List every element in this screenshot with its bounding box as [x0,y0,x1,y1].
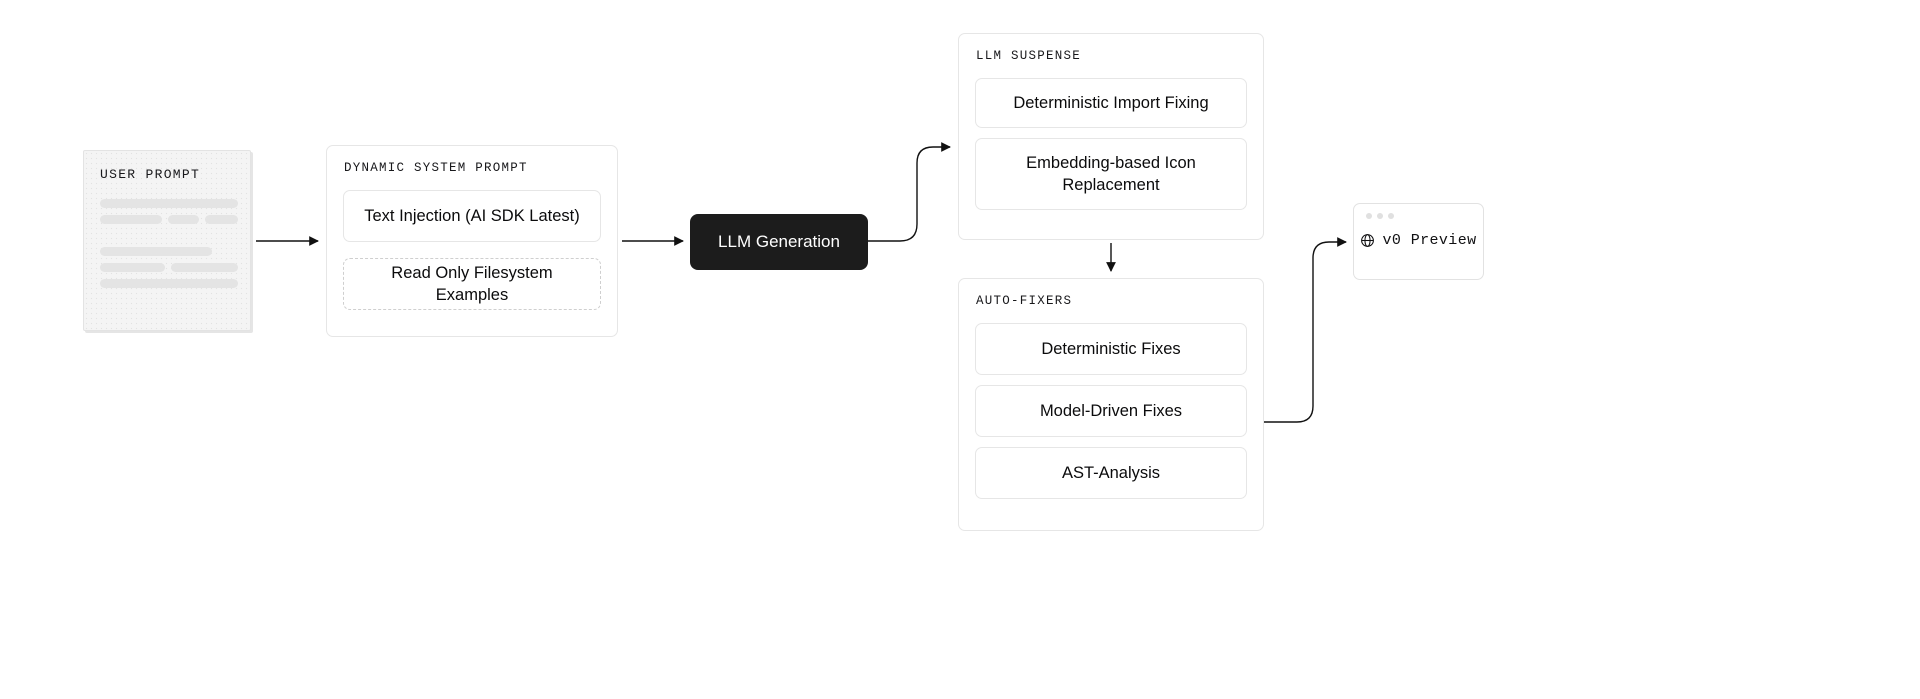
llm-generation-node[interactable]: LLM Generation [690,214,868,270]
skeleton-bar [205,215,239,224]
skeleton-bar [100,247,212,256]
v0-preview-label: v0 Preview [1382,232,1477,249]
skeleton-row [100,247,238,256]
skeleton-bar [100,279,238,288]
window-dot-icon [1388,213,1394,219]
window-dot-icon [1366,213,1372,219]
skeleton-bar [100,215,163,224]
llm-suspense-label: LLM SUSPENSE [976,49,1082,63]
chip-deterministic-import-fixing[interactable]: Deterministic Import Fixing [975,78,1247,128]
dynamic-system-prompt-label: DYNAMIC SYSTEM PROMPT [344,161,528,175]
auto-fixers-label: AUTO-FIXERS [976,294,1073,308]
arrow-auto-fixers-to-v0-preview [1264,237,1347,423]
skeleton-row [100,279,238,288]
user-prompt-label: USER PROMPT [100,167,201,182]
v0-preview-row: v0 Preview [1354,232,1483,249]
skeleton-bar [168,215,200,224]
skeleton-row [100,263,238,272]
window-controls [1366,213,1394,219]
skeleton-bar [171,263,238,272]
globe-icon [1360,233,1375,248]
chip-ast-analysis[interactable]: AST-Analysis [975,447,1247,499]
user-prompt-skeleton [100,199,239,288]
user-prompt-document: USER PROMPT [83,150,251,331]
skeleton-bar [100,263,166,272]
llm-suspense-panel: LLM SUSPENSE Deterministic Import Fixing… [958,33,1264,240]
chip-read-only-filesystem-examples[interactable]: Read Only Filesystem Examples [343,258,601,310]
chip-embedding-based-icon-replacement[interactable]: Embedding-based Icon Replacement [975,138,1247,210]
window-dot-icon [1377,213,1383,219]
auto-fixers-panel: AUTO-FIXERS Deterministic Fixes Model-Dr… [958,278,1264,531]
chip-model-driven-fixes[interactable]: Model-Driven Fixes [975,385,1247,437]
chip-deterministic-fixes[interactable]: Deterministic Fixes [975,323,1247,375]
skeleton-row [100,199,238,208]
dynamic-system-prompt-items: Text Injection (AI SDK Latest) Read Only… [343,190,601,310]
skeleton-spacer [100,231,238,240]
skeleton-bar [100,199,238,208]
dynamic-system-prompt-panel: DYNAMIC SYSTEM PROMPT Text Injection (AI… [326,145,618,337]
skeleton-row [100,215,239,224]
v0-preview-window[interactable]: v0 Preview [1353,203,1484,280]
auto-fixers-items: Deterministic Fixes Model-Driven Fixes A… [975,323,1247,499]
arrow-llm-generation-to-suspense [868,142,951,242]
llm-suspense-items: Deterministic Import Fixing Embedding-ba… [975,78,1247,210]
chip-text-injection[interactable]: Text Injection (AI SDK Latest) [343,190,601,242]
